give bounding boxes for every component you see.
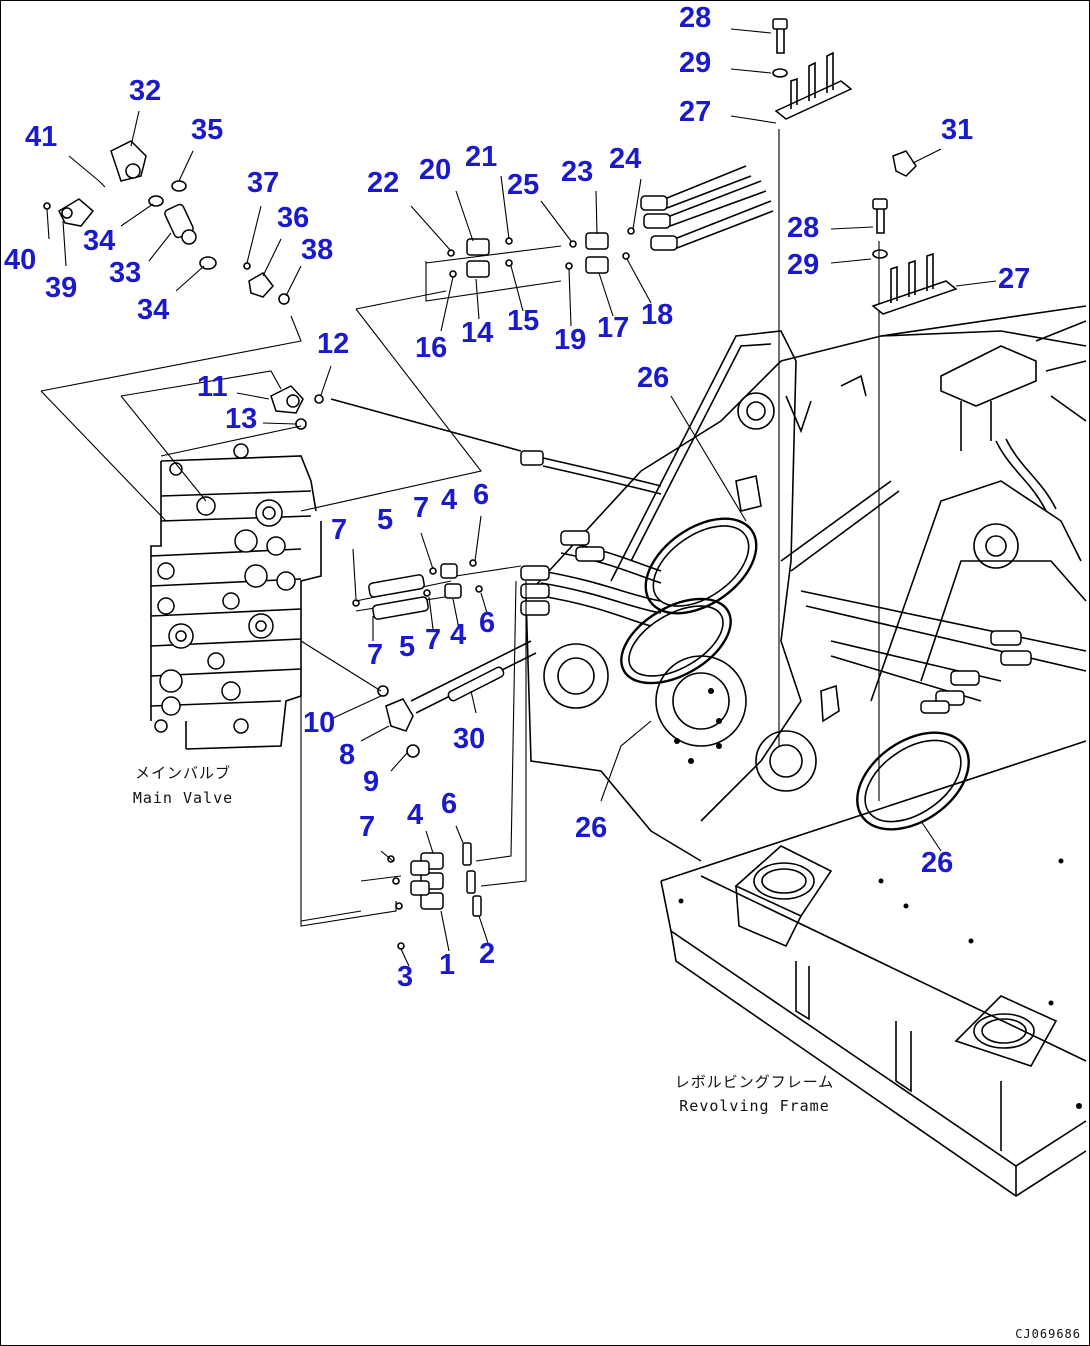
callout-36[interactable]: 36 [277,202,310,234]
valve-ports [154,443,296,734]
hose-clamp-middle [620,597,732,685]
callout-35[interactable]: 35 [191,114,224,146]
callout-14[interactable]: 14 [461,317,494,349]
o-rings-and-fittings [43,18,958,950]
callout-28[interactable]: 28 [679,2,712,34]
main-valve-caption-jp: メインバルブ [134,764,231,782]
callout-7[interactable]: 7 [359,811,376,843]
callout-37[interactable]: 37 [247,167,280,199]
callout-5[interactable]: 5 [399,631,416,663]
hoses-to-boom [330,398,662,714]
callout-40[interactable]: 40 [4,244,37,276]
callout-4[interactable]: 4 [407,799,424,831]
callout-24[interactable]: 24 [609,143,642,175]
callout-29[interactable]: 29 [679,47,712,79]
callout-2[interactable]: 2 [479,938,496,970]
callout-41[interactable]: 41 [25,121,58,153]
hose-fitting-cluster-right [920,630,1032,714]
main-valve-caption-en: Main Valve [132,789,234,807]
callout-15[interactable]: 15 [507,305,540,337]
callout-13[interactable]: 13 [225,403,258,435]
hose-ends-24 [622,165,774,260]
callout-4[interactable]: 4 [441,484,458,516]
callout-21[interactable]: 21 [465,141,498,173]
callout-32[interactable]: 32 [129,75,162,107]
callout-7[interactable]: 7 [413,492,430,524]
callout-6[interactable]: 6 [473,479,490,511]
hose-clamp-upper [644,517,758,615]
callout-16[interactable]: 16 [415,332,448,364]
callout-26[interactable]: 26 [637,362,670,394]
callout-9[interactable]: 9 [363,766,380,798]
callout-10[interactable]: 10 [303,707,336,739]
callout-26[interactable]: 26 [575,812,608,844]
callout-19[interactable]: 19 [554,324,587,356]
callout-26[interactable]: 26 [921,847,954,879]
revolving-frame-caption-jp: レボルビングフレーム [674,1073,835,1091]
callout-6[interactable]: 6 [479,607,496,639]
callout-22[interactable]: 22 [367,167,400,199]
callout-27[interactable]: 27 [679,96,712,128]
callout-28[interactable]: 28 [787,212,820,244]
callout-8[interactable]: 8 [339,739,356,771]
callout-34[interactable]: 34 [137,294,170,326]
callout-7[interactable]: 7 [367,639,384,671]
callout-12[interactable]: 12 [317,328,350,360]
callout-18[interactable]: 18 [641,299,674,331]
main-valve [150,443,322,750]
hose-clamp-lower [856,731,970,831]
callout-5[interactable]: 5 [377,504,394,536]
drawing-code: CJ069686 [1015,1327,1081,1341]
leader-lines [46,28,997,967]
callout-34[interactable]: 34 [83,225,116,257]
callout-11[interactable]: 11 [197,371,228,403]
callout-7[interactable]: 7 [425,624,442,656]
revolving-frame-caption-en: Revolving Frame [679,1097,830,1115]
callout-30[interactable]: 30 [453,723,486,755]
callout-23[interactable]: 23 [561,156,594,188]
callout-17[interactable]: 17 [597,312,630,344]
callout-3[interactable]: 3 [397,961,414,993]
callout-33[interactable]: 33 [109,257,142,289]
callout-1[interactable]: 1 [439,949,456,981]
callout-20[interactable]: 20 [419,154,452,186]
callout-4[interactable]: 4 [450,619,467,651]
callout-38[interactable]: 38 [301,234,334,266]
callout-27[interactable]: 27 [998,263,1031,295]
callout-7[interactable]: 7 [331,514,348,546]
callout-25[interactable]: 25 [507,169,540,201]
callout-39[interactable]: 39 [45,272,78,304]
callout-6[interactable]: 6 [441,788,458,820]
revolving-frame [525,305,1087,1197]
callout-31[interactable]: 31 [941,114,974,146]
callout-29[interactable]: 29 [787,249,820,281]
